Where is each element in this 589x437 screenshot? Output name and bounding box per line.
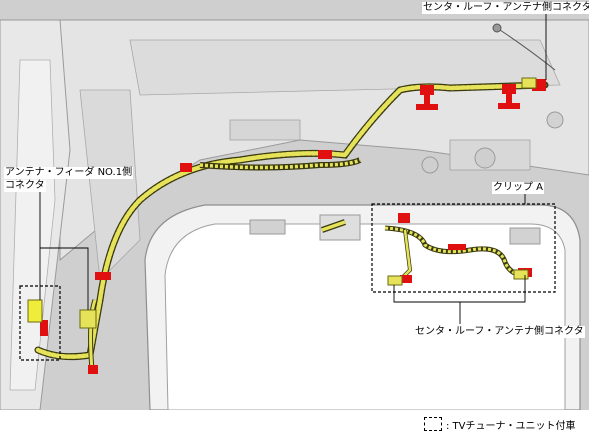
- wire-harness: [34, 81, 549, 371]
- roof-drawing: [0, 12, 589, 410]
- antenna-feeder-label-line1: アンテナ・フィーダ NO.1側: [4, 167, 134, 179]
- right-connector-label: センタ・ルーフ・アンテナ側コネクタ: [414, 326, 585, 338]
- legend: : TVチューナ・ユニット付車: [424, 414, 576, 434]
- clip-a-label: クリップ A: [492, 182, 545, 194]
- antenna-feeder-label-line2: コネクタ: [4, 180, 46, 192]
- legend-text: : TVチューナ・ユニット付車: [446, 420, 576, 432]
- vehicle-roof-illustration: センタ・ルーフ・アンテナ側コネクタ アンテナ・フィーダ NO.1側 コネクタ ク…: [0, 0, 589, 410]
- top-connector-label: センタ・ルーフ・アンテナ側コネクタ: [422, 2, 589, 14]
- dashed-box-icon: [424, 417, 442, 431]
- roof-panel: [0, 19, 589, 410]
- connectors: [27, 77, 537, 329]
- leader-lines: [39, 12, 547, 324]
- tv-tuner-box-clip-a: [371, 203, 556, 293]
